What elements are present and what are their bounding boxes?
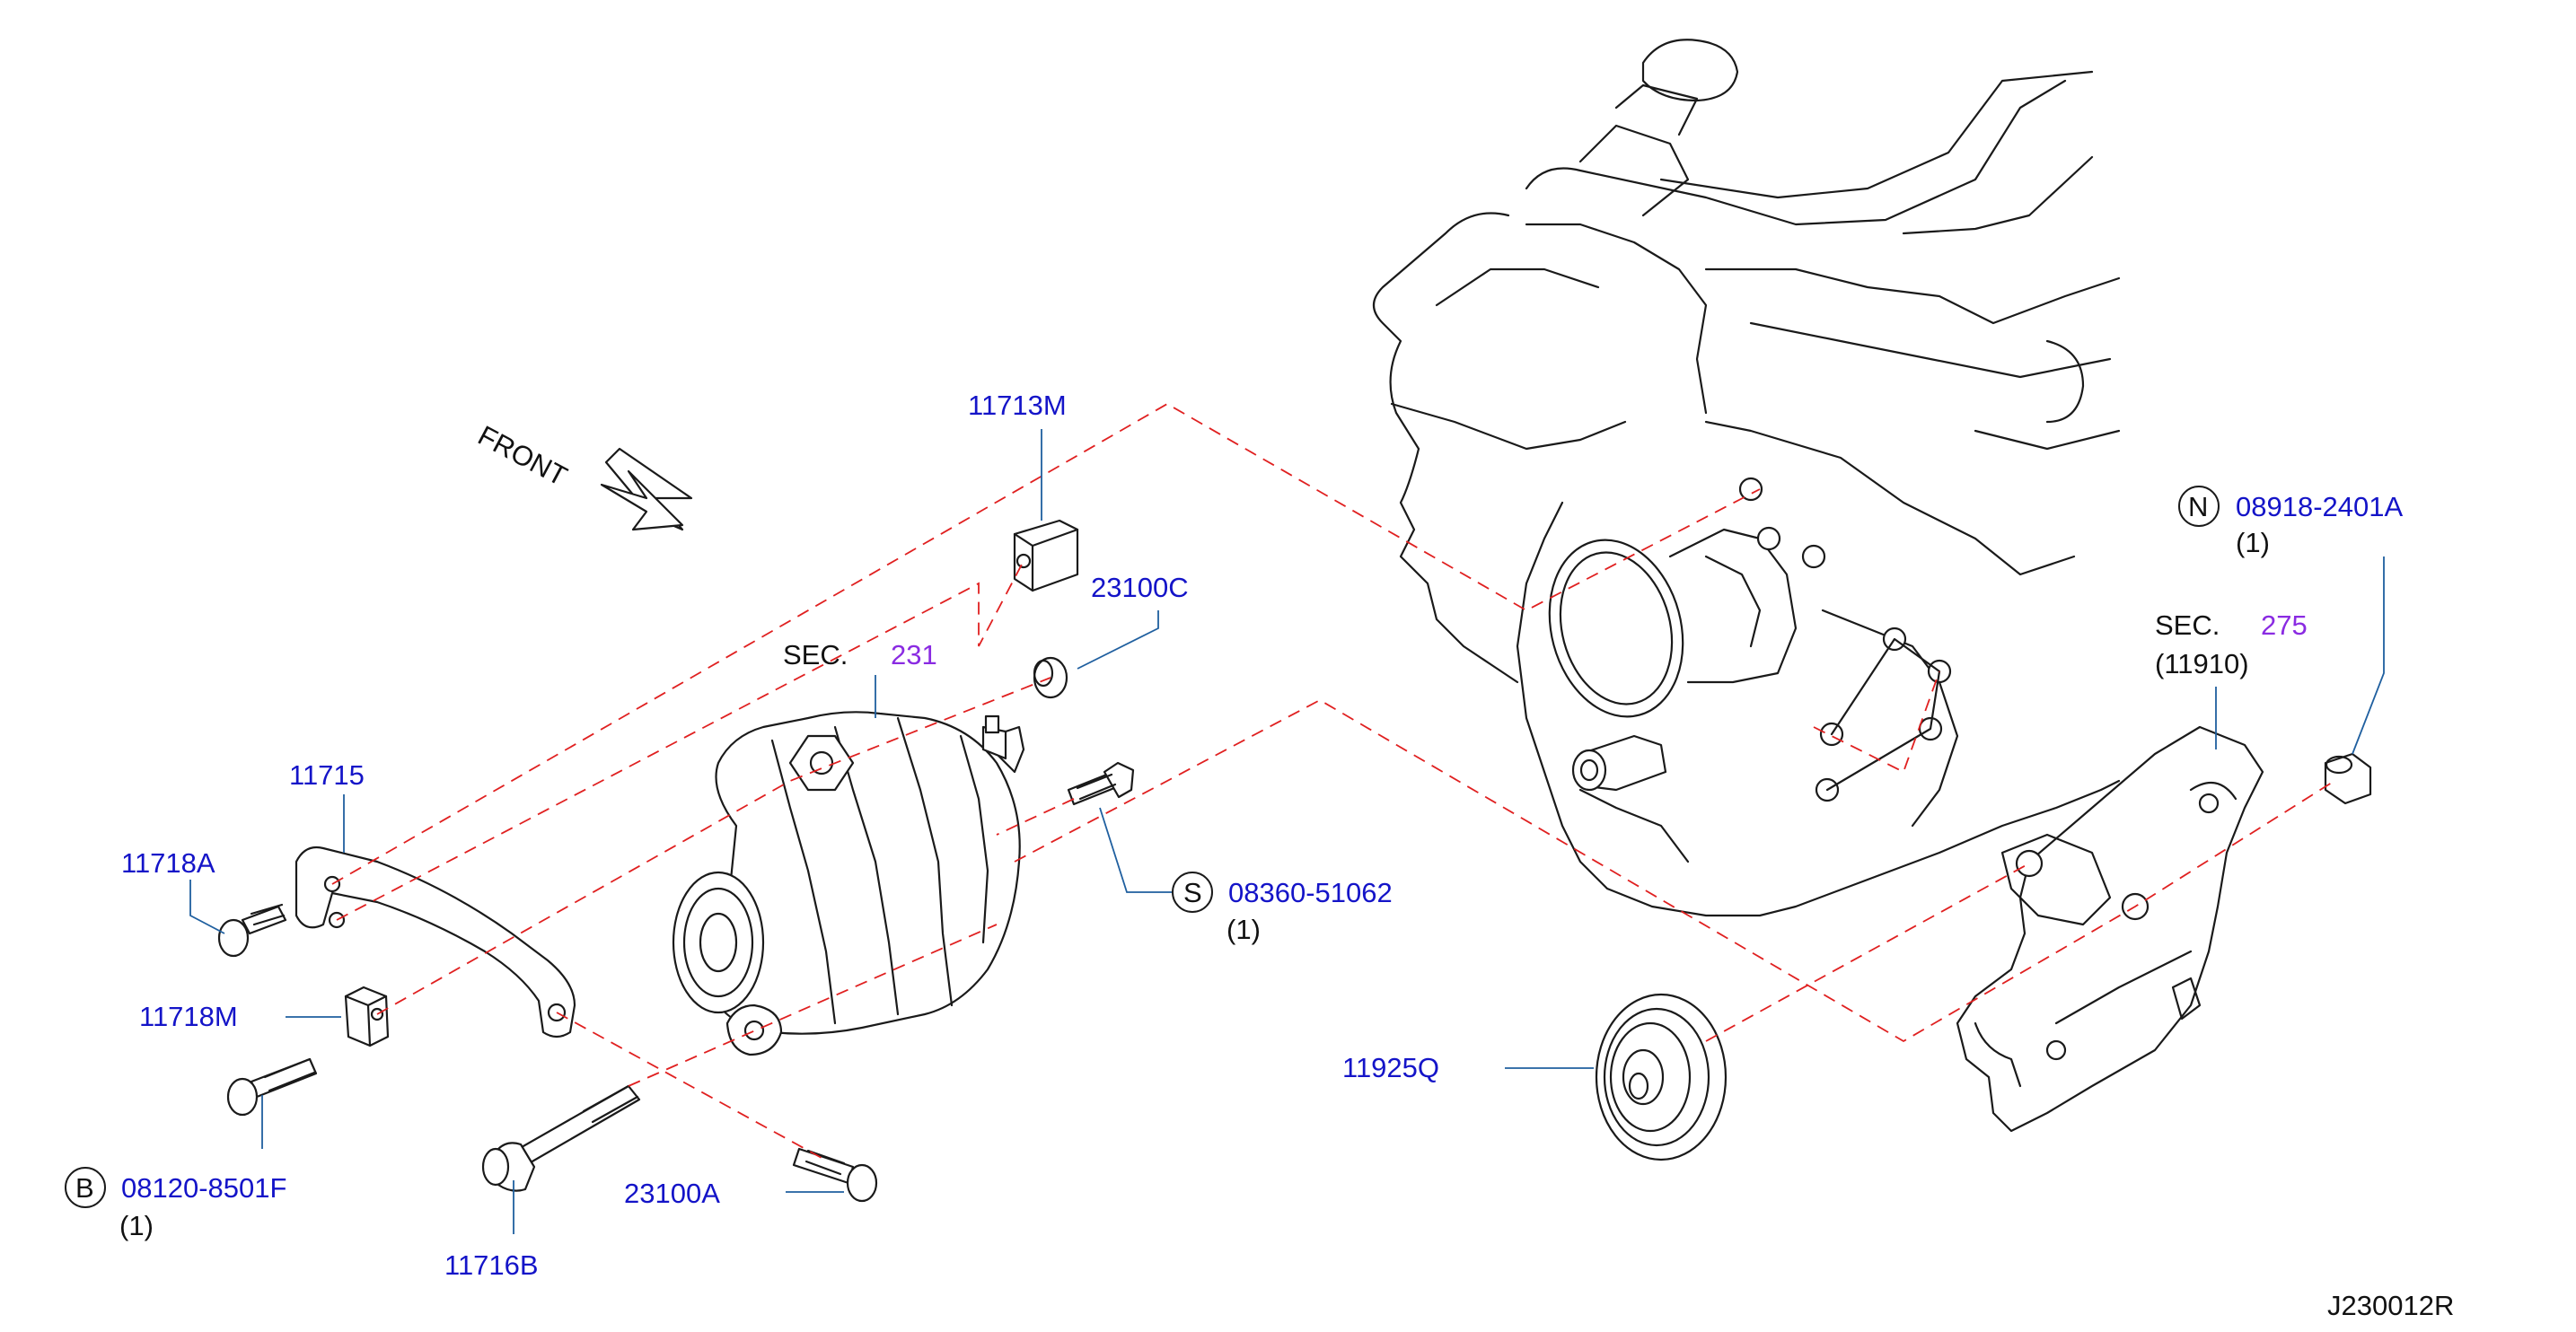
bolt-23100a [792,1147,878,1203]
front-direction-arrow [600,447,693,531]
leader-lines [189,429,2385,1234]
nut-08918 [2324,752,2372,805]
alternator [672,711,1025,1056]
front-label: FRONT [473,419,573,492]
b-qty: (1) [119,1210,154,1241]
insulator-11713m [1013,519,1079,592]
n-symbol-circle [2178,486,2220,527]
sec-231-prefix: SEC. [783,639,848,670]
label-23100a[interactable]: 23100A [624,1178,720,1209]
sec-275-prefix: SEC. [2155,609,2220,641]
spacer-11718m [344,986,390,1047]
s-symbol-circle [1172,872,1213,913]
engine-block [1372,39,2121,917]
sec-231-number[interactable]: 231 [891,639,937,670]
bolt-08360 [1067,761,1135,806]
b-symbol: B [75,1172,94,1204]
bolt-08120 [226,1057,318,1117]
label-11713m[interactable]: 11713M [968,390,1067,421]
s-qty: (1) [1226,914,1261,945]
s-symbol: S [1183,877,1202,908]
bolt-11718a [217,903,287,958]
bracket-11910 [1956,725,2264,1133]
diagram-id: J230012R [2327,1290,2454,1321]
b-symbol-circle [65,1167,106,1208]
sec-275-sub: (11910) [2155,648,2249,679]
label-11718a[interactable]: 11718A [121,847,215,879]
long-bolt-11716b [481,1084,641,1192]
label-11715[interactable]: 11715 [289,759,365,791]
label-08360-51062[interactable]: 08360-51062 [1228,877,1393,908]
n-symbol: N [2188,491,2208,522]
label-11718m[interactable]: 11718M [139,1001,238,1032]
guide-lines [331,402,2335,1159]
label-08120-8501f[interactable]: 08120-8501F [121,1172,286,1204]
label-11925q[interactable]: 11925Q [1342,1052,1439,1083]
idler-pulley-11925q [1595,993,1728,1161]
label-23100c[interactable]: 23100C [1091,572,1189,603]
label-11716b[interactable]: 11716B [444,1249,539,1281]
adjusting-bar [295,846,576,1038]
labels: FRONT 11713M 23100C SEC. 231 11715 11718… [65,390,2454,1321]
n-qty: (1) [2236,527,2270,558]
sec-275-number[interactable]: 275 [2261,609,2308,641]
label-08918-2401a[interactable]: 08918-2401A [2236,491,2403,522]
